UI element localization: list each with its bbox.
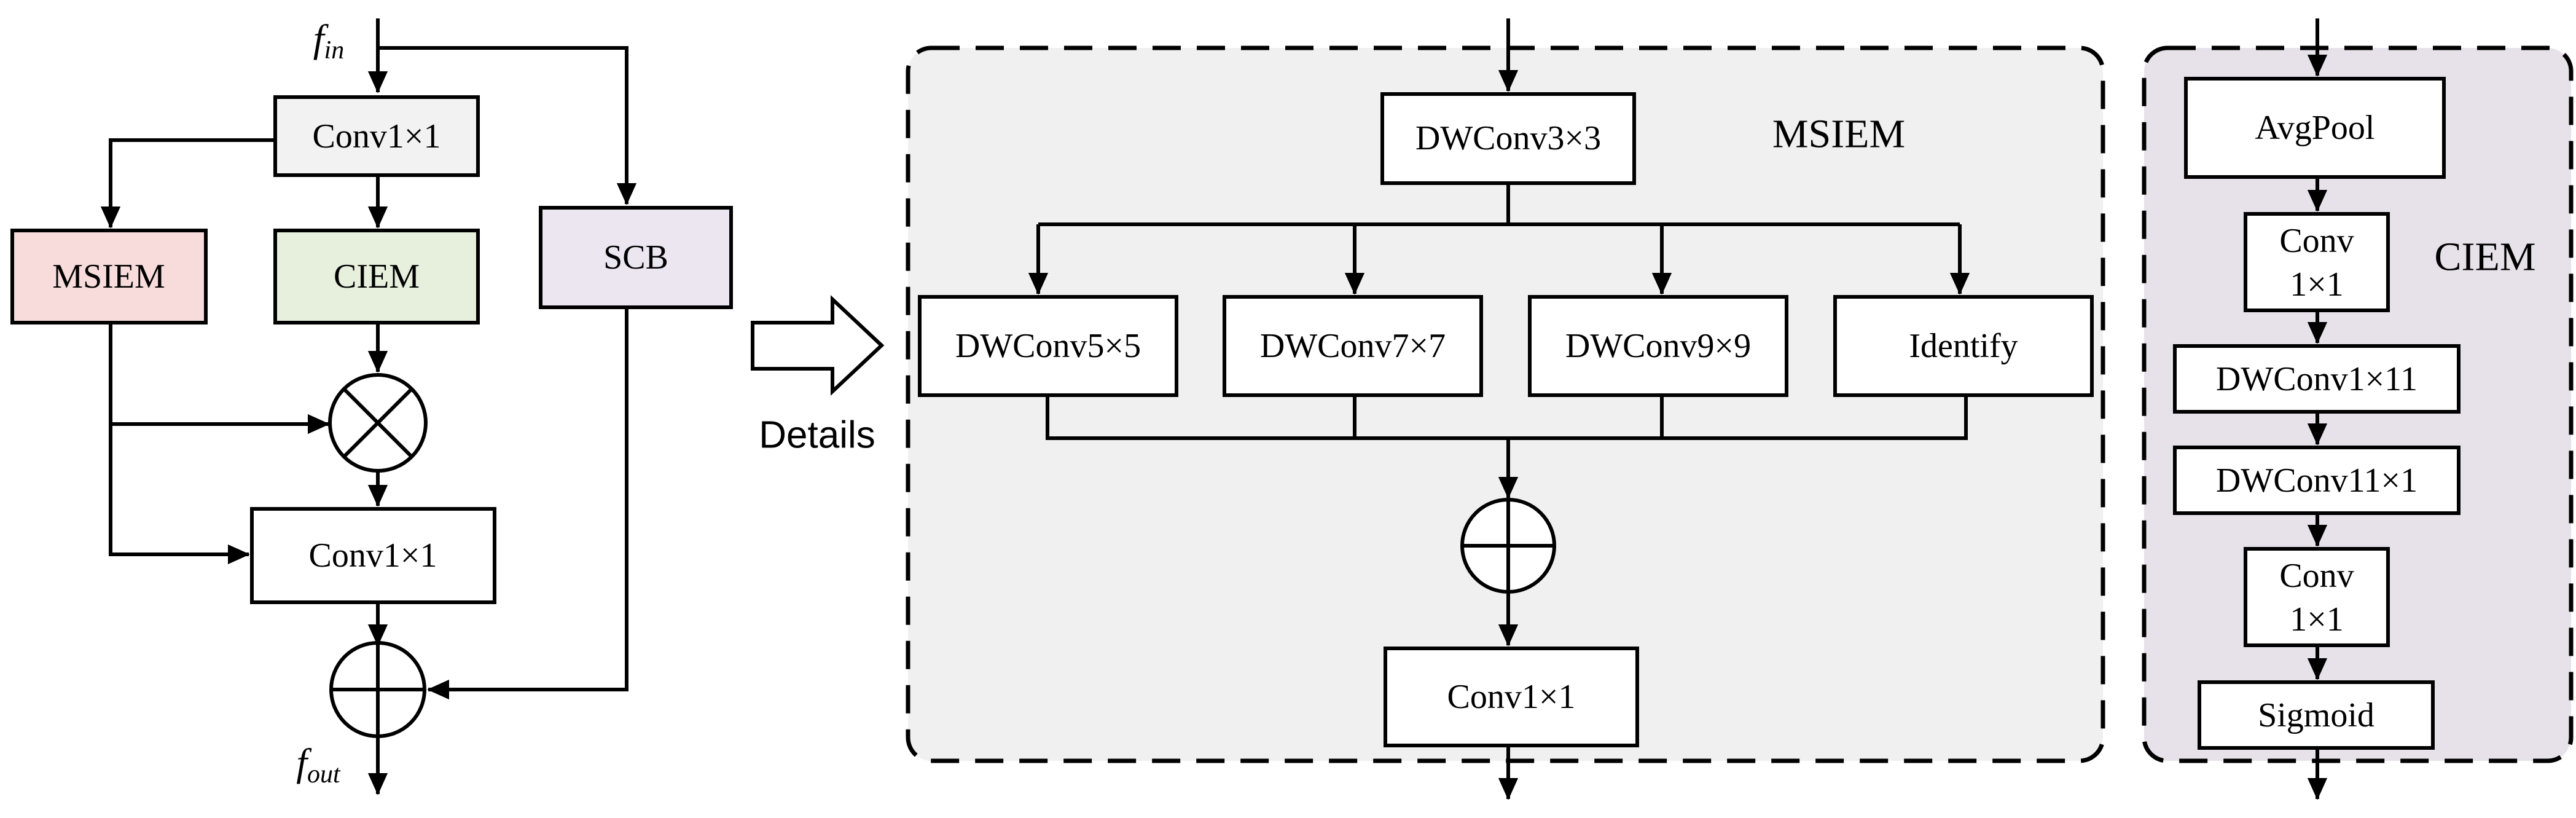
avgpool-label: AvgPool bbox=[2255, 109, 2375, 147]
avgpool-box: AvgPool bbox=[2184, 77, 2446, 179]
msiem-to-convmid-arrow bbox=[109, 323, 250, 565]
details-connector: Details bbox=[751, 295, 885, 457]
dwconv3x3-box: DWConv3×3 bbox=[1380, 92, 1636, 185]
conv-to-msiem-arrow bbox=[100, 138, 275, 229]
input-to-scb-arrow bbox=[378, 46, 637, 205]
dwconv11x1-label: DWConv11×1 bbox=[2216, 462, 2417, 500]
conv-mid-box: Conv1×1 bbox=[250, 507, 496, 604]
dwconv1x11-box: DWConv1×11 bbox=[2173, 344, 2461, 414]
branch-box-2: DWConv7×7 bbox=[1223, 295, 1483, 397]
branch-box-3: DWConv9×9 bbox=[1528, 295, 1788, 397]
circle-times-icon bbox=[328, 373, 428, 473]
msiem-panel-title: MSIEM bbox=[1772, 112, 1905, 157]
scb-box: SCB bbox=[539, 206, 733, 309]
branch-label-1: DWConv5×5 bbox=[955, 327, 1141, 365]
branch-box-1: DWConv5×5 bbox=[918, 295, 1178, 397]
msiem-label: MSIEM bbox=[52, 258, 165, 296]
ciem-conv1-line1: Conv bbox=[2279, 222, 2354, 260]
msiem-conv-out-label: Conv1×1 bbox=[1447, 678, 1576, 716]
branch-label-4: Identify bbox=[1909, 327, 2018, 365]
scb-to-add-arrow bbox=[427, 307, 628, 700]
msiem-conv-out-box: Conv1×1 bbox=[1384, 647, 1639, 747]
ciem-conv1-box: Conv 1×1 bbox=[2244, 212, 2390, 312]
ciem-label: CIEM bbox=[334, 258, 420, 296]
details-label: Details bbox=[759, 414, 875, 457]
scb-label: SCB bbox=[603, 238, 668, 277]
msiem-detail-panel: MSIEM DWConv3×3 DWConv5×5 DWConv7×7 bbox=[906, 18, 2105, 800]
ciem-conv2-box: Conv 1×1 bbox=[2244, 547, 2390, 647]
hollow-right-arrow-icon bbox=[751, 295, 885, 396]
msiem-box: MSIEM bbox=[10, 229, 208, 324]
sigmoid-label: Sigmoid bbox=[2258, 696, 2374, 734]
input-label: fin bbox=[313, 17, 344, 65]
output-label: fout bbox=[296, 741, 341, 789]
dwconv11x1-box: DWConv11×1 bbox=[2173, 446, 2461, 515]
dwconv3x3-label: DWConv3×3 bbox=[1415, 119, 1601, 157]
ciem-conv2-line1: Conv bbox=[2279, 557, 2354, 595]
ciem-conv2-line2: 1×1 bbox=[2290, 600, 2344, 639]
ciem-box: CIEM bbox=[273, 229, 480, 324]
branch-box-4: Identify bbox=[1833, 295, 2094, 397]
left-block: fin Conv1×1 MSIEM CIEM SCB bbox=[10, 17, 733, 795]
ciem-detail-panel: CIEM AvgPool Conv 1×1 DWConv1×11 DWConv1… bbox=[2142, 18, 2574, 800]
branch-label-2: DWConv7×7 bbox=[1260, 327, 1446, 365]
ciem-panel-title: CIEM bbox=[2435, 235, 2536, 280]
conv-mid-label: Conv1×1 bbox=[309, 537, 437, 575]
conv-in-box: Conv1×1 bbox=[273, 95, 480, 177]
sigmoid-box: Sigmoid bbox=[2198, 680, 2435, 750]
conv-in-label: Conv1×1 bbox=[313, 117, 441, 155]
dwconv1x11-label: DWConv1×11 bbox=[2216, 360, 2417, 398]
circle-plus-icon bbox=[329, 641, 426, 738]
branch-label-3: DWConv9×9 bbox=[1565, 327, 1751, 365]
circle-plus-icon bbox=[1460, 498, 1556, 594]
ciem-conv1-line2: 1×1 bbox=[2290, 265, 2344, 304]
